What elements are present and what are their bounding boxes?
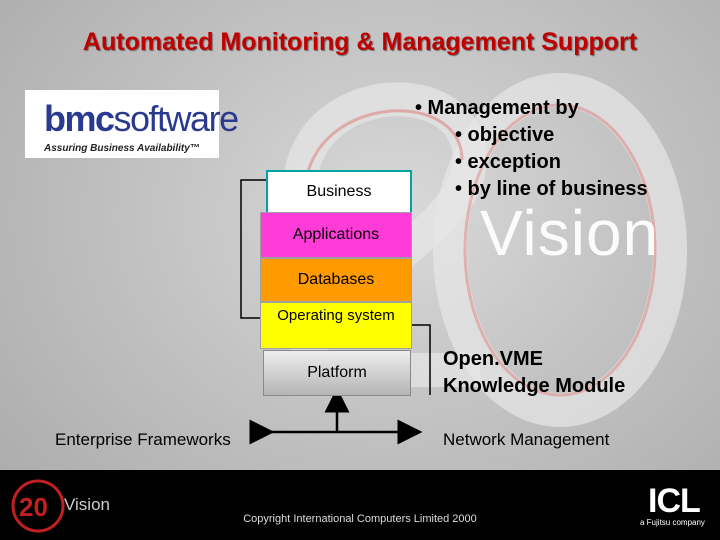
layer-platform: Platform (263, 350, 411, 396)
footer-20-number: 20 (19, 492, 48, 522)
layer-operating-system: Operating system (260, 302, 412, 349)
enterprise-frameworks-label: Enterprise Frameworks (55, 430, 231, 449)
bullet-main: • Management by (415, 97, 579, 119)
footer-vision-text: Vision (64, 495, 110, 514)
right-bracket-line (412, 324, 431, 395)
openvme-line2: Knowledge Module (443, 375, 626, 397)
openvme-label: Open.VME Knowledge Module (443, 346, 625, 400)
bmc-logo-wordmark: bmcsoftware (44, 98, 240, 140)
vision-watermark: Vision (480, 197, 660, 269)
copyright-text: Copyright International Computers Limite… (243, 513, 477, 525)
layer-business: Business (266, 170, 412, 212)
fujitsu-tagline: a Fujitsu company (640, 518, 705, 527)
bmc-logo-rest: software (113, 98, 240, 139)
bullet-item: • objective (455, 124, 555, 146)
bmc-logo-tagline: Assuring Business Availability™ (44, 143, 200, 154)
bmc-logo (25, 90, 219, 158)
diagram-connectors (240, 179, 431, 445)
bullet-item: • by line of business (455, 178, 648, 200)
left-bracket-line (240, 179, 266, 319)
layer-databases: Databases (260, 258, 412, 302)
bullet-item: • exception (455, 151, 561, 173)
management-bullets: • Management by • objective • exception … (415, 95, 648, 203)
footer-20-logo-icon: 20 (11, 479, 65, 533)
icl-logo: ICL (648, 482, 701, 520)
network-management-label: Network Management (443, 430, 610, 449)
openvme-line1: Open.VME (443, 348, 544, 370)
footer-bar: 20 (0, 470, 720, 540)
slide-title: Automated Monitoring & Management Suppor… (82, 28, 638, 56)
layer-applications: Applications (260, 212, 412, 258)
bmc-logo-bold: bmc (44, 98, 115, 139)
